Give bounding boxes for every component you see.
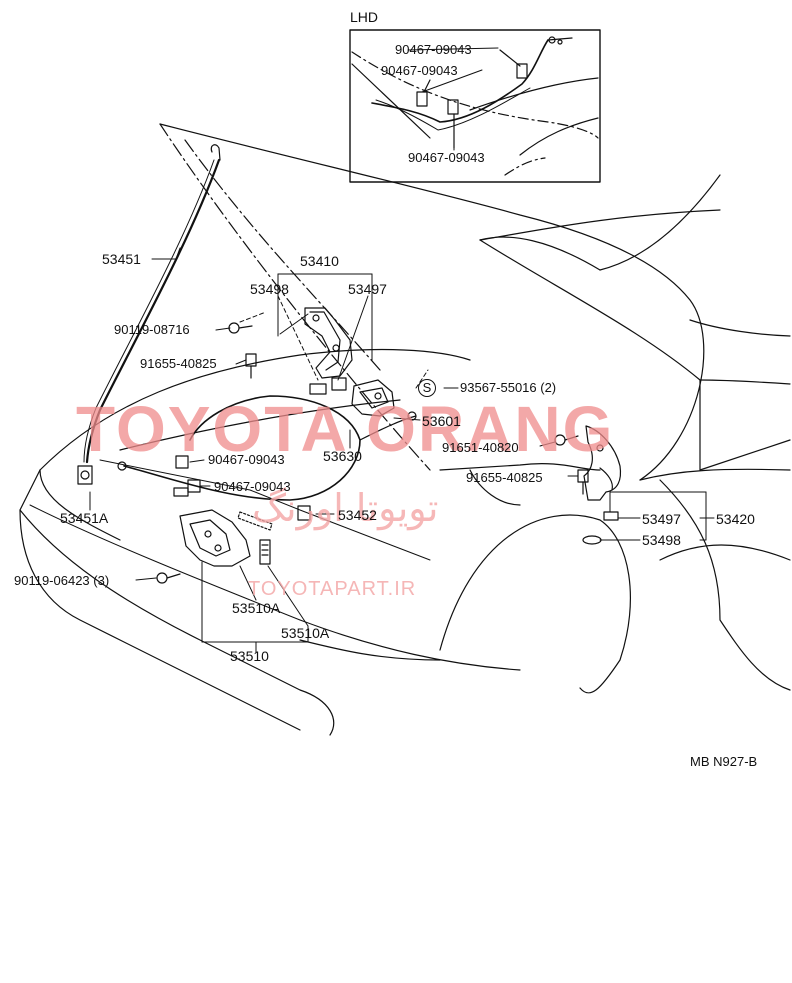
part-label-90119-08716: 90119-08716 — [114, 322, 190, 337]
part-label-53498-left: 53498 — [250, 281, 289, 297]
inset-label-1: 90467-09043 — [395, 42, 472, 57]
hood-lock-assembly — [180, 510, 272, 566]
part-label-53510: 53510 — [230, 648, 269, 664]
part-label-53410: 53410 — [300, 253, 339, 269]
part-label-90467-09043-b: 90467-09043 — [214, 479, 291, 494]
lhd-inset-frame — [350, 30, 600, 182]
hood-lock-top — [352, 380, 394, 416]
part-label-90467-09043-a: 90467-09043 — [208, 452, 285, 467]
part-label-53510A-b: 53510A — [281, 625, 330, 641]
part-label-90119-06423: 90119-06423 (3) — [14, 573, 110, 588]
part-label-53452: 53452 — [338, 507, 377, 523]
figure-code: MB N927-B — [690, 754, 758, 769]
hinge-left — [305, 308, 352, 394]
part-label-53451A: 53451A — [60, 510, 109, 526]
part-label-53498-right: 53498 — [642, 532, 681, 548]
release-cable — [118, 396, 416, 500]
car-body — [20, 240, 790, 735]
part-label-91651-40820: 91651-40820 — [442, 440, 519, 455]
inset-label-2: 90467-09043 — [381, 63, 458, 78]
hinge-right — [583, 426, 620, 544]
inset-label-3: 90467-09043 — [408, 150, 485, 165]
part-label-53497-left: 53497 — [348, 281, 387, 297]
standard-part-mark: S — [418, 379, 436, 397]
hood-panel — [160, 124, 720, 480]
part-label-93567-55016: 93567-55016 (2) — [460, 380, 557, 395]
part-label-91655-40825-top: 91655-40825 — [140, 356, 217, 371]
part-label-53510A-a: 53510A — [232, 600, 281, 616]
part-label-53451: 53451 — [102, 251, 141, 267]
part-label-91655-40825-right: 91655-40825 — [466, 470, 543, 485]
part-label-53630: 53630 — [323, 448, 362, 464]
part-label-53497-right: 53497 — [642, 511, 681, 527]
leader-lines — [90, 48, 714, 652]
part-label-53601: 53601 — [422, 413, 461, 429]
part-label-53420: 53420 — [716, 511, 755, 527]
hood-support-rod — [78, 145, 220, 484]
inset-title: LHD — [350, 9, 379, 25]
fasteners — [157, 323, 588, 583]
